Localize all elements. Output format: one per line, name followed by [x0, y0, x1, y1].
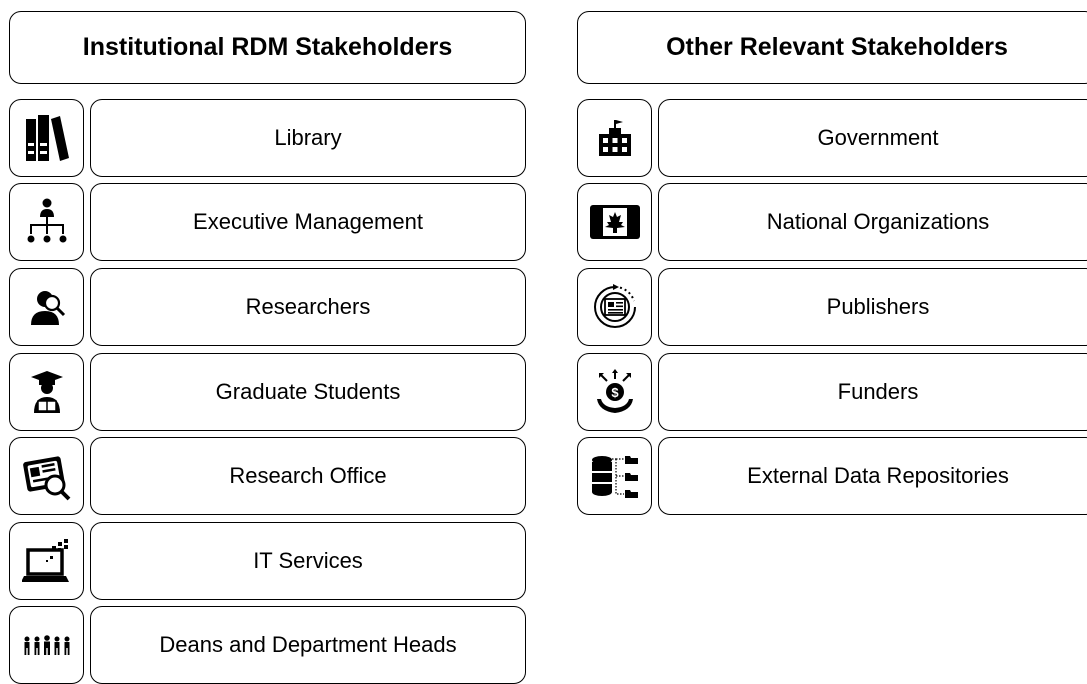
stakeholder-label: Executive Management [90, 183, 526, 261]
stakeholder-label: Graduate Students [90, 353, 526, 431]
icon-box [9, 99, 84, 177]
newspaper-cycle-icon [593, 284, 636, 328]
svg-text:$: $ [611, 385, 619, 400]
laptop-icon [21, 539, 69, 582]
icon-box [9, 353, 84, 431]
institutional-stakeholders-header: Institutional RDM Stakeholders [9, 11, 526, 84]
stakeholder-label: IT Services [90, 522, 526, 600]
other-stakeholders-header: Other Relevant Stakeholders [577, 11, 1087, 84]
stakeholder-label: Publishers [658, 268, 1087, 346]
icon-box [9, 606, 84, 684]
research-office-icon [22, 456, 70, 501]
icon-box [577, 99, 652, 177]
canada-flag-icon [589, 205, 640, 239]
government-building-icon [598, 120, 631, 156]
database-folders-icon [591, 456, 638, 498]
stakeholder-label: Funders [658, 353, 1087, 431]
stakeholder-label: External Data Repositories [658, 437, 1087, 515]
icon-box [9, 268, 84, 346]
stakeholder-label: National Organizations [658, 183, 1087, 261]
people-group-icon [24, 635, 69, 655]
hand-money-icon: $ [596, 369, 633, 413]
icon-box [9, 183, 84, 261]
stakeholder-label: Government [658, 99, 1087, 177]
icon-box [577, 183, 652, 261]
icon-box [9, 522, 84, 600]
stakeholder-label: Research Office [90, 437, 526, 515]
icon-box: $ [577, 353, 652, 431]
books-icon [25, 115, 69, 161]
graduate-student-icon [30, 371, 63, 413]
stakeholder-label: Deans and Department Heads [90, 606, 526, 684]
org-chart-icon [27, 198, 66, 243]
icon-box [9, 437, 84, 515]
icon-box [577, 437, 652, 515]
icon-box [577, 268, 652, 346]
stakeholder-label: Researchers [90, 268, 526, 346]
stakeholder-label: Library [90, 99, 526, 177]
researcher-icon [30, 291, 65, 325]
